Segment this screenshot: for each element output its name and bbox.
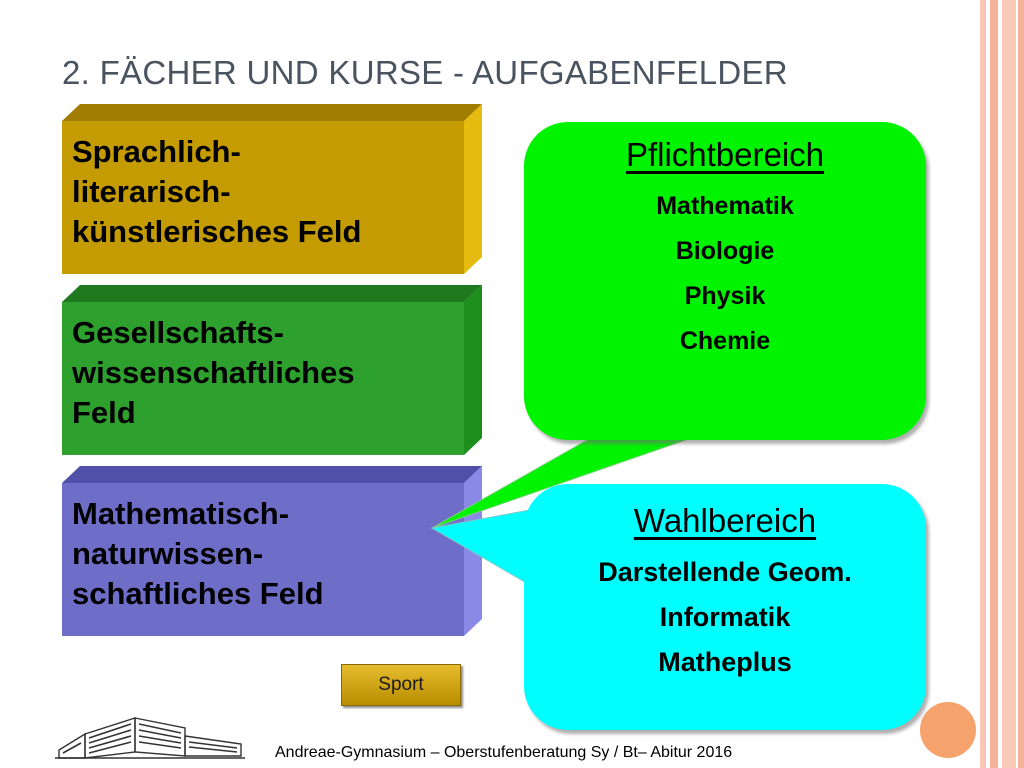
- list-item: Matheplus: [658, 647, 792, 677]
- wahl-subject-list: Darstellende Geom. Informatik Matheplus: [524, 550, 926, 685]
- wahl-heading: Wahlbereich: [633, 502, 817, 539]
- field-label: Sprachlich- literarisch- künstlerisches …: [72, 134, 362, 249]
- field-side-face: [464, 285, 482, 455]
- list-item: Mathematik: [656, 192, 794, 220]
- orange-circle-icon: [920, 702, 976, 758]
- field-front-face: [62, 302, 464, 455]
- field-label: Gesellschafts- wissenschaftliches Feld: [72, 315, 355, 430]
- list-item: Biologie: [675, 237, 775, 265]
- wahl-bubble: Wahlbereich Darstellende Geom. Informati…: [524, 484, 926, 730]
- page-title: 2. FÄCHER UND KURSE - AUFGABENFELDER: [62, 54, 788, 91]
- decorative-stripes: [980, 0, 1024, 768]
- field-label: Mathematisch- naturwissen- schaftliches …: [72, 496, 324, 611]
- field-mathematisch: Mathematisch- naturwissen- schaftliches …: [62, 466, 482, 636]
- field-front-face: [62, 121, 464, 274]
- list-item: Chemie: [679, 327, 771, 355]
- field-sprachlich: Sprachlich- literarisch- künstlerisches …: [62, 104, 482, 274]
- list-item: Informatik: [659, 602, 791, 632]
- field-top-face: [62, 104, 482, 121]
- pflicht-bubble: Pflichtbereich Mathematik Biologie Physi…: [524, 122, 926, 440]
- list-item: Physik: [684, 282, 766, 310]
- field-side-face: [464, 104, 482, 274]
- field-top-face: [62, 466, 482, 483]
- pflicht-subject-list: Mathematik Biologie Physik Chemie: [524, 184, 926, 364]
- field-top-face: [62, 285, 482, 302]
- list-item: Darstellende Geom.: [598, 557, 852, 587]
- school-building-icon: [55, 717, 245, 759]
- field-front-face: [62, 483, 464, 636]
- footer-text: Andreae-Gymnasium – Oberstufenberatung S…: [275, 744, 733, 761]
- pflicht-heading: Pflichtbereich: [625, 136, 825, 173]
- sport-button[interactable]: Sport: [341, 664, 461, 706]
- field-gesellschaft: Gesellschafts- wissenschaftliches Feld: [62, 285, 482, 455]
